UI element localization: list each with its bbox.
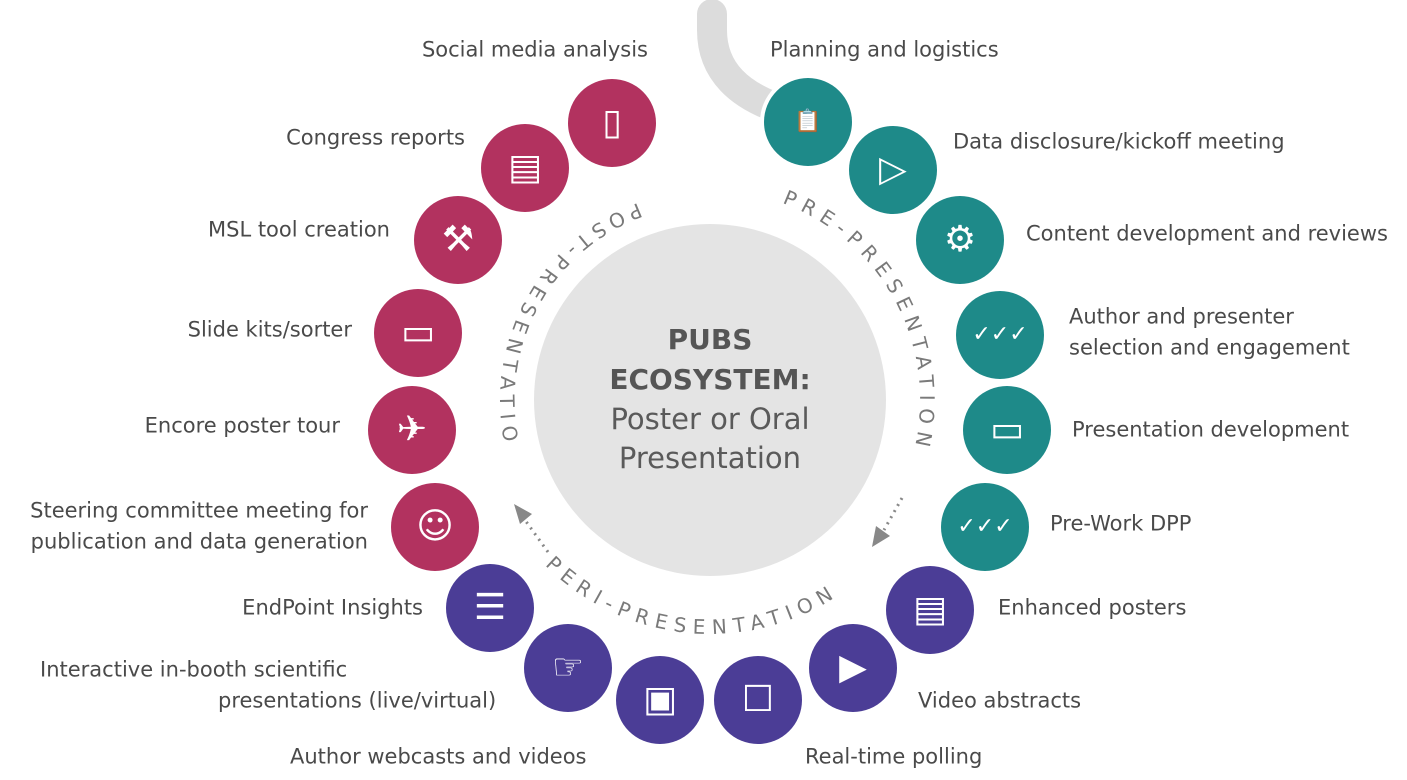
- step-circle: ▭: [374, 289, 462, 377]
- step-label: MSL tool creation: [208, 217, 390, 242]
- chat-bubbles-icon: ☰: [473, 587, 507, 628]
- step-circle: ▤: [481, 124, 569, 212]
- step-label: Slide kits/sorter: [187, 317, 352, 342]
- ballot-box-icon: ☐: [741, 679, 775, 720]
- clipboard-play-icon: 📋: [794, 109, 822, 134]
- center-title: PUBS ECOSYSTEM: Poster or Oral Presentat…: [535, 320, 885, 478]
- step-label: selection and engagement: [1069, 335, 1350, 360]
- slide-board-icon: ▭: [400, 312, 435, 353]
- film-icon: ▶: [839, 647, 867, 688]
- step-circle: ⚒: [414, 196, 502, 284]
- touch-screen-icon: ☞: [551, 647, 585, 688]
- step-circle: ✈: [368, 386, 456, 474]
- center-title-line2: ECOSYSTEM:: [609, 363, 811, 396]
- step-label: Enhanced posters: [998, 595, 1187, 620]
- step-circle: 📋: [764, 78, 852, 166]
- team-idea-icon: ☺: [416, 506, 454, 547]
- documents-icon: ▤: [507, 147, 542, 188]
- step-circle: ☰: [446, 564, 534, 652]
- step-label: Planning and logistics: [770, 37, 999, 62]
- step-circle: ☺: [391, 483, 479, 571]
- step-circle: ✓✓✓: [941, 483, 1029, 571]
- step-label: Steering committee meeting for: [30, 498, 368, 523]
- play-icon: ▷: [879, 149, 907, 190]
- poster-icon: ▤: [912, 589, 947, 630]
- step-label: Video abstracts: [918, 688, 1082, 713]
- step-label: Social media analysis: [421, 37, 648, 62]
- step-label: Data disclosure/kickoff meeting: [953, 129, 1285, 154]
- step-label: Pre-Work DPP: [1050, 511, 1192, 536]
- step-circle: ▶: [809, 624, 897, 712]
- smartphone-icon: ▯: [602, 102, 622, 143]
- step-label: Encore poster tour: [144, 413, 340, 438]
- checkmarks-icon: ✓✓✓: [957, 514, 1013, 539]
- arrow-peri-to-post: [514, 504, 550, 553]
- arrow-pre-to-peri: [872, 497, 904, 547]
- step-label: Content development and reviews: [1026, 221, 1388, 246]
- step-circle: ▣: [616, 656, 704, 744]
- step-label: Author webcasts and videos: [290, 744, 587, 769]
- step-circle: ▭: [963, 386, 1051, 474]
- step-circle: ☞: [524, 624, 612, 712]
- step-label: EndPoint Insights: [242, 595, 423, 620]
- step-label: presentations (live/virtual): [218, 688, 497, 713]
- center-title-line1: PUBS: [667, 323, 753, 356]
- center-circle: [534, 224, 886, 576]
- step-circle: ▯: [568, 79, 656, 167]
- step-circle: ▷: [849, 126, 937, 214]
- people-check-icon: ✓✓✓: [972, 322, 1028, 347]
- step-label: Presentation development: [1072, 417, 1350, 442]
- step-label: Congress reports: [286, 125, 465, 150]
- step-circle: ⚙: [916, 196, 1004, 284]
- hammer-wrench-icon: ⚒: [441, 219, 475, 260]
- step-circle: ▤: [886, 566, 974, 654]
- webcast-monitor-icon: ▣: [642, 679, 677, 720]
- gears-icon: ⚙: [943, 219, 977, 260]
- step-label: Real-time polling: [805, 744, 983, 769]
- step-label: Author and presenter: [1069, 304, 1294, 329]
- plane-poster-icon: ✈: [396, 409, 428, 450]
- center-subtitle-line2: Presentation: [618, 441, 802, 475]
- step-circle: ✓✓✓: [956, 291, 1044, 379]
- presentation-gear-icon: ▭: [989, 409, 1024, 450]
- center-subtitle-line1: Poster or Oral: [610, 402, 810, 436]
- step-circle: ☐: [714, 656, 802, 744]
- step-label: publication and data generation: [30, 529, 368, 554]
- step-label: Interactive in-booth scientific: [40, 657, 348, 682]
